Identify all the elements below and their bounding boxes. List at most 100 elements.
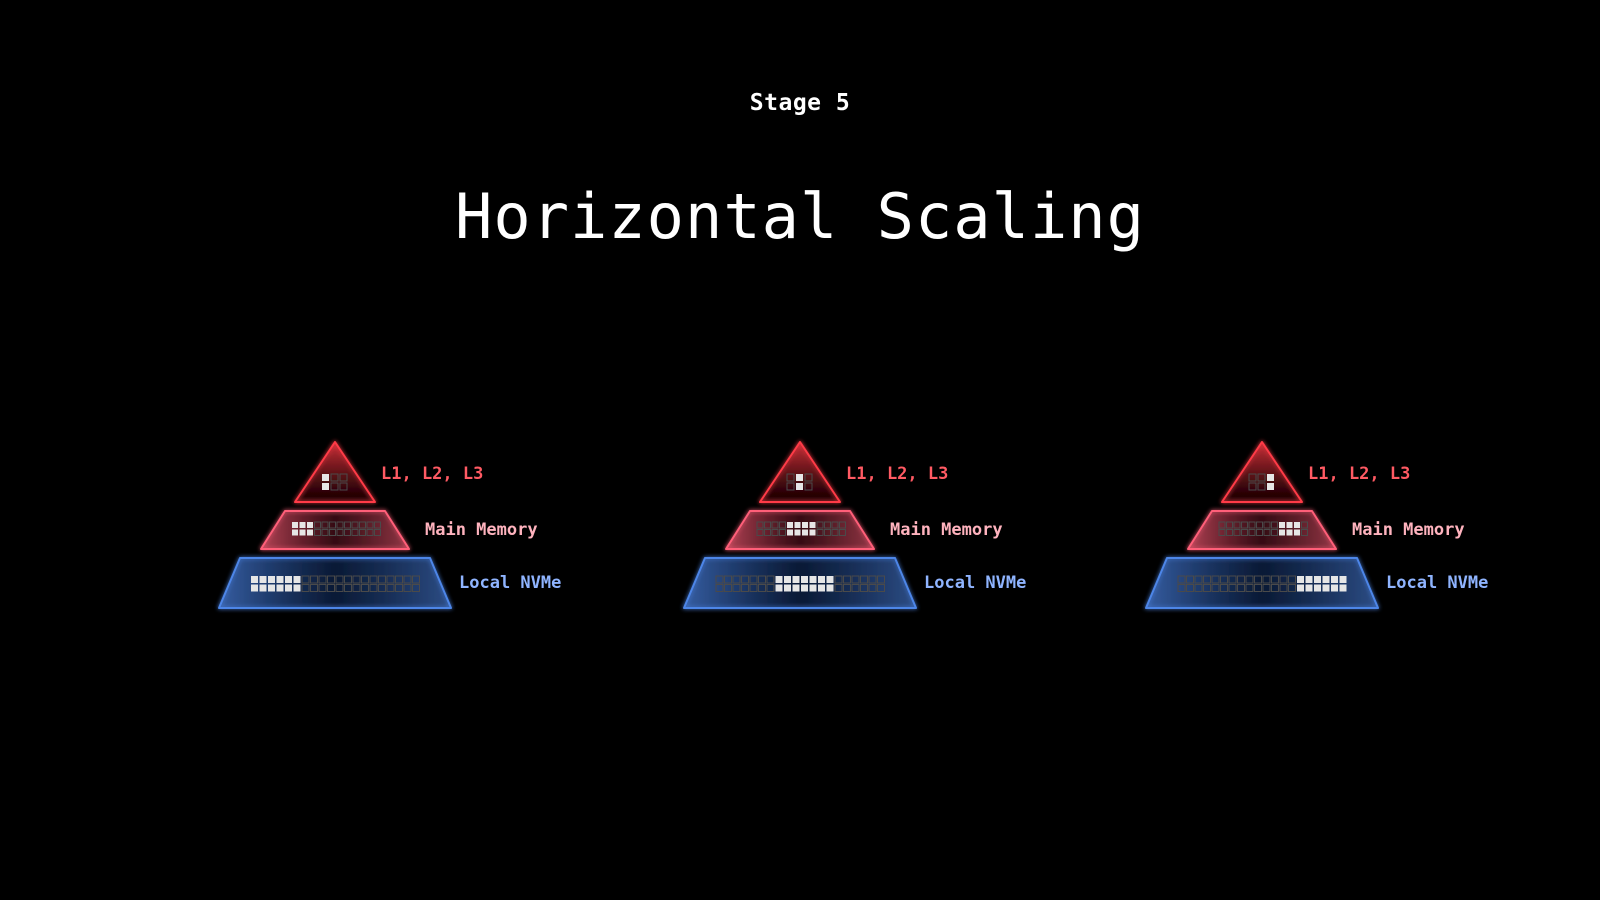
- memory-cell-empty: [839, 521, 846, 529]
- storage-cell-empty: [352, 584, 361, 592]
- cache-cell-empty: [804, 473, 813, 482]
- storage-cell-filled: [1297, 576, 1304, 583]
- memory-cell-empty: [779, 521, 786, 529]
- memory-cell-empty: [1256, 521, 1263, 529]
- memory-cell-filled: [292, 529, 298, 536]
- memory-cell-empty: [344, 529, 351, 536]
- storage-cell-filled: [1314, 584, 1321, 592]
- storage-cell-empty: [749, 584, 758, 592]
- memory-tier: Main Memory: [725, 510, 1003, 550]
- storage-cell-filled: [792, 584, 800, 592]
- memory-cell-filled: [299, 522, 306, 528]
- memory-cell-empty: [764, 529, 771, 536]
- storage-cell-empty: [749, 575, 758, 584]
- memory-cell-empty: [779, 529, 786, 536]
- memory-cell-filled: [307, 522, 313, 528]
- storage-cell-empty: [1186, 584, 1194, 592]
- storage-cell-filled: [784, 576, 791, 583]
- storage-cell-filled: [293, 576, 301, 583]
- memory-cell-filled: [802, 529, 808, 536]
- memory-cell-empty: [1233, 521, 1241, 529]
- memory-cell-empty: [314, 521, 321, 529]
- storage-cell-empty: [1279, 584, 1288, 592]
- memory-cell-empty: [831, 521, 839, 529]
- memory-cell-empty: [336, 529, 344, 536]
- memory-label: Main Memory: [425, 520, 538, 540]
- storage-cell-filled: [1322, 576, 1330, 583]
- memory-cell-empty: [351, 529, 359, 536]
- storage-cell-filled: [1305, 584, 1313, 592]
- cache-cell-filled: [1267, 483, 1274, 490]
- cache-label: L1, L2, L3: [381, 464, 483, 484]
- storage-cell-empty: [1288, 584, 1296, 592]
- cache-cell-empty: [1257, 482, 1266, 491]
- memory-cell-empty: [321, 529, 329, 536]
- storage-cell-empty: [386, 575, 395, 584]
- storage-cell-empty: [335, 575, 344, 584]
- storage-cell-empty: [715, 575, 724, 584]
- memory-cell-empty: [1218, 521, 1226, 529]
- storage-cell-empty: [1211, 584, 1220, 592]
- storage-cell-empty: [361, 584, 369, 592]
- memory-cell-empty: [771, 521, 779, 529]
- storage-cell-filled: [259, 584, 267, 592]
- cache-cell-empty: [804, 482, 813, 491]
- storage-cell-filled: [818, 576, 825, 583]
- storage-cell-filled: [1331, 576, 1338, 583]
- memory-cell-empty: [756, 521, 764, 529]
- memory-cell-empty: [831, 529, 839, 536]
- memory-cell-empty: [329, 529, 336, 536]
- storage-cell-filled: [285, 584, 292, 592]
- storage-cell-filled: [1322, 584, 1330, 592]
- storage-cell-empty: [1177, 575, 1186, 584]
- cache-cell-empty: [786, 482, 795, 491]
- storage-cell-empty: [1237, 584, 1245, 592]
- storage-trapezoid: [683, 557, 917, 609]
- storage-cell-empty: [1203, 575, 1211, 584]
- storage-cell-empty: [361, 575, 369, 584]
- storage-cell-filled: [775, 576, 783, 583]
- storage-cell-empty: [1245, 575, 1254, 584]
- cache-cell-empty: [1248, 482, 1257, 491]
- cache-cell-empty: [339, 473, 348, 482]
- storage-cell-empty: [344, 575, 352, 584]
- storage-cell-filled: [1339, 576, 1347, 583]
- storage-cell-filled: [268, 576, 275, 583]
- storage-cell-filled: [818, 584, 825, 592]
- storage-cell-empty: [1254, 575, 1262, 584]
- memory-cell-filled: [1279, 529, 1285, 536]
- storage-cell-empty: [1211, 575, 1220, 584]
- memory-cell-empty: [374, 521, 381, 529]
- storage-cell-empty: [834, 575, 843, 584]
- storage-cell-empty: [758, 575, 766, 584]
- storage-cell-empty: [860, 584, 868, 592]
- cache-triangle: [294, 441, 376, 503]
- storage-cell-empty: [1279, 575, 1288, 584]
- memory-cell-empty: [321, 521, 329, 529]
- memory-cell-filled: [1294, 522, 1300, 528]
- memory-cell-empty: [839, 529, 846, 536]
- cache-triangle: [1221, 441, 1303, 503]
- storage-cell-empty: [327, 584, 335, 592]
- storage-cell-filled: [259, 576, 267, 583]
- storage-cell-empty: [310, 575, 318, 584]
- storage-tier: Local NVMe: [683, 557, 1026, 609]
- cache-cell-filled: [322, 483, 329, 490]
- memory-tier: Main Memory: [1187, 510, 1465, 550]
- cache-cell-filled: [796, 483, 803, 490]
- storage-cell-filled: [1331, 584, 1338, 592]
- storage-cell-empty: [851, 575, 860, 584]
- memory-cell-empty: [1263, 529, 1271, 536]
- storage-cell-empty: [843, 575, 851, 584]
- storage-cell-filled: [293, 584, 301, 592]
- memory-cell-empty: [366, 521, 374, 529]
- storage-cell-empty: [1194, 584, 1203, 592]
- storage-cell-empty: [1194, 575, 1203, 584]
- storage-cell-empty: [877, 584, 885, 592]
- cache-cell-empty: [1248, 473, 1257, 482]
- storage-cell-filled: [826, 584, 834, 592]
- memory-cell-empty: [1226, 529, 1233, 536]
